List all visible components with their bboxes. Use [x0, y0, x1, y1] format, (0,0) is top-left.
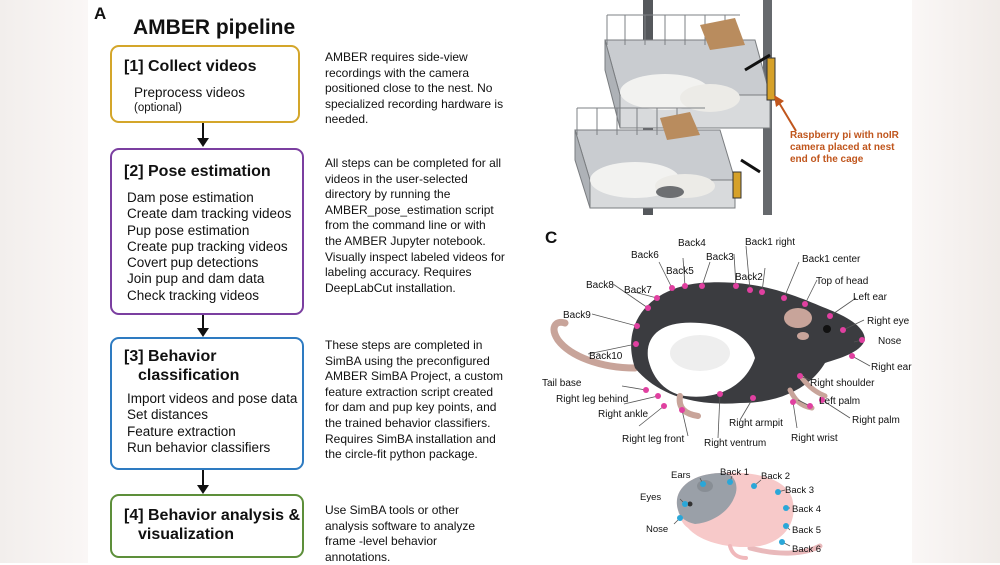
right-backdrop [912, 0, 1000, 563]
step-4-description: Use SimBA tools or other analysis softwa… [325, 503, 476, 564]
label-left-ear: Left ear [853, 292, 888, 303]
label-back7: Back7 [624, 285, 652, 296]
step-2-item: Pup pose estimation [127, 222, 250, 238]
step-1-description: AMBER requires side-view recordings with… [325, 50, 504, 127]
left-backdrop [0, 0, 88, 563]
label-back8: Back8 [586, 280, 614, 291]
step-2-box: [2] Pose estimation Dam pose estimation … [110, 148, 304, 315]
step-4-box: [4] Behavior analysis & visualization [110, 494, 304, 558]
dam-keypoints [633, 283, 865, 413]
step-2-item: Create dam tracking videos [127, 206, 292, 222]
label-back6: Back6 [631, 250, 659, 261]
step-1-box: [1] Collect videos Preprocess videos (op… [110, 45, 300, 123]
label-right-ankle: Right ankle [598, 409, 648, 420]
pup-label-back1: Back 1 [720, 467, 749, 478]
step-2-items: Dam pose estimation Create dam tracking … [127, 190, 291, 304]
dam-illustration [550, 282, 865, 419]
step-4-heading-line1: [4] Behavior analysis & [124, 507, 301, 524]
step-1-items: Preprocess videos (optional) [134, 85, 245, 115]
label-left-palm: Left palm [819, 396, 860, 407]
step-2-item: Join pup and dam data [127, 271, 265, 287]
label-right-leg-front: Right leg front [622, 434, 684, 445]
label-right-ear: Right ear [871, 362, 912, 373]
dam-leader-lines [587, 245, 871, 439]
label-back5: Back5 [666, 266, 694, 277]
step-2-description: All steps can be completed for all video… [325, 156, 505, 295]
label-tail-base: Tail base [542, 378, 582, 389]
arrow-2-3 [197, 315, 209, 337]
arrow-3-4 [197, 470, 209, 494]
label-nose: Nose [878, 336, 902, 347]
step-3-items: Import videos and pose data Set distance… [127, 391, 297, 456]
label-back4: Back4 [678, 238, 706, 249]
label-back3: Back3 [706, 252, 734, 263]
pup-label-back4: Back 4 [792, 504, 821, 515]
pup-label-nose: Nose [646, 524, 668, 535]
label-back1-right: Back1 right [745, 237, 795, 248]
label-back2: Back2 [735, 272, 763, 283]
step-3-heading-line1: [3] Behavior [124, 348, 217, 365]
step-3-item: Import videos and pose data [127, 391, 298, 406]
label-right-eye: Right eye [867, 316, 910, 327]
pup-label-eyes: Eyes [640, 492, 661, 503]
step-1-item: Preprocess videos [134, 85, 246, 100]
label-back10: Back10 [589, 351, 623, 362]
step-3-description: These steps are completed in SimBA using… [325, 338, 504, 462]
pup-keypoints [677, 479, 789, 545]
step-3-heading: [3] Behavior classification [124, 347, 239, 385]
pup-label-back6: Back 6 [792, 544, 821, 555]
pup-label-ears: Ears [671, 470, 691, 481]
step-3-item: Feature extraction [127, 423, 236, 439]
label-right-shoulder: Right shoulder [810, 378, 875, 389]
arrow-1-2 [197, 123, 209, 147]
step-2-item: Create pup tracking videos [127, 238, 288, 254]
label-right-wrist: Right wrist [791, 433, 838, 444]
pup-illustration [676, 472, 823, 560]
step-4-heading: [4] Behavior analysis & visualization [124, 506, 300, 544]
pup-label-back5: Back 5 [792, 525, 821, 536]
panel-label-a: A [94, 4, 107, 23]
step-2-item: Check tracking videos [127, 287, 260, 303]
label-back1-center: Back1 center [802, 254, 861, 265]
annotation-arrow [774, 95, 797, 132]
step-2-item: Covert pup detections [127, 255, 259, 271]
pup-label-back3: Back 3 [785, 485, 814, 496]
pup-label-back2: Back 2 [761, 471, 790, 482]
keypoint-diagram: Back4 Back1 right Back6 Back3 Back1 cent… [542, 237, 912, 560]
label-right-armpit: Right armpit [729, 418, 783, 429]
label-right-leg-behind: Right leg behind [556, 394, 628, 405]
step-3-box: [3] Behavior classification Import video… [110, 337, 304, 470]
step-3-heading-line2: classification [138, 367, 240, 384]
step-2-item: Dam pose estimation [127, 190, 254, 205]
step-1-note: (optional) [134, 102, 182, 115]
label-right-ventrum: Right ventrum [704, 438, 766, 449]
step-3-item: Run behavior classifiers [127, 439, 271, 455]
label-top-of-head: Top of head [816, 276, 868, 287]
cage-illustration [545, 0, 780, 215]
step-2-heading: [2] Pose estimation [124, 163, 271, 180]
label-right-palm: Right palm [852, 415, 900, 426]
camera-annotation: Raspberry pi with noIR camera placed at … [790, 130, 899, 165]
panel-label-c: C [545, 228, 558, 247]
step-1-heading: [1] Collect videos [124, 58, 257, 75]
pipeline-title: AMBER pipeline [133, 16, 296, 39]
label-back9: Back9 [563, 310, 591, 321]
step-3-item: Set distances [127, 407, 209, 423]
step-4-heading-line2: visualization [138, 526, 235, 543]
